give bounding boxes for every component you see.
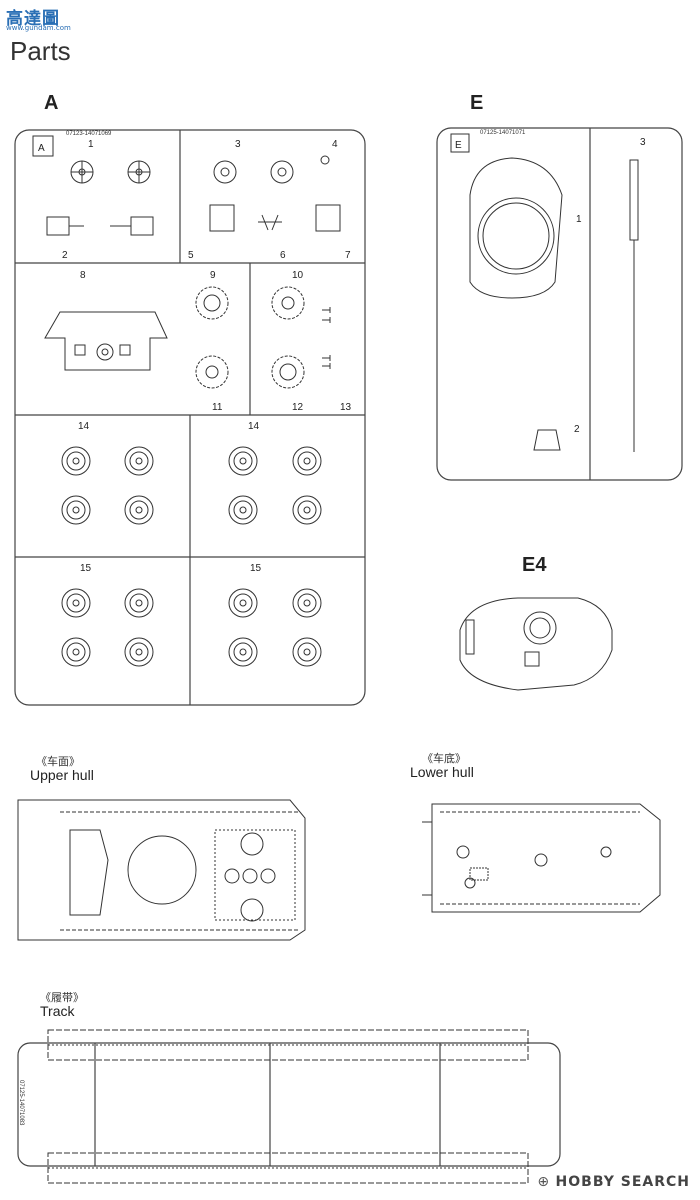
part-number: 7 (345, 250, 351, 261)
part-number: 9 (210, 270, 216, 281)
part-number: 3 (640, 137, 646, 148)
track-en-label: Track (40, 1003, 75, 1019)
detail-e4-label: E4 (522, 554, 547, 576)
hobby-search-icon: ⊕ (537, 1174, 556, 1190)
sprue-e-corner-tag: E (455, 140, 462, 151)
part-number: 4 (332, 139, 338, 150)
sprue-a-code: 07123-14071069 (66, 131, 112, 137)
part-number: 15 (250, 563, 262, 574)
track-sprue: 07125-14071083 (17, 1029, 561, 1184)
sprue-a-plate-part (44, 311, 168, 371)
sprue-a-sprockets (195, 286, 331, 389)
part-number: 12 (292, 402, 304, 413)
sprue-a-road-wheels (61, 446, 322, 667)
hobby-search-text: HOBBY SEARCH (555, 1174, 690, 1190)
part-number: 5 (188, 250, 194, 261)
track-run-lower (47, 1152, 529, 1184)
sprue-e-small-part (533, 429, 561, 451)
upper-hull-part (17, 799, 306, 941)
part-number: 14 (248, 421, 260, 432)
sprue-a-part-numbers: 1 2 3 4 5 6 7 8 9 10 11 12 13 14 14 15 1… (62, 139, 352, 574)
part-number: 1 (576, 214, 582, 225)
lower-hull-cn-label: 《车底》 (422, 752, 466, 765)
part-number: 10 (292, 270, 304, 281)
sprue-a-corner-tag: A (38, 143, 45, 154)
sprue-e-turret-part (469, 157, 563, 299)
track-cn-label: 《履带》 (40, 991, 84, 1004)
sprue-a-parts-row1 (46, 155, 341, 236)
sprue-a-letter: A (44, 92, 59, 114)
sprue-a: A 07123-14071069 (14, 129, 366, 706)
part-number: 15 (80, 563, 92, 574)
lower-hull-part (422, 803, 661, 913)
detail-e4-part (459, 597, 613, 691)
hobby-search-logo: ⊕ HOBBY SEARCH (537, 1174, 690, 1190)
sprue-e: E 07125-14071071 1 2 3 (436, 127, 683, 481)
part-number: 3 (235, 139, 241, 150)
part-number: 6 (280, 250, 286, 261)
part-number: 1 (88, 139, 94, 150)
lower-hull-en-label: Lower hull (410, 764, 474, 780)
part-number: 2 (62, 250, 68, 261)
site-logo: 高達圖 (6, 9, 60, 29)
part-number: 2 (574, 424, 580, 435)
site-logo-url: www.gundam.com (6, 24, 71, 32)
upper-hull-en-label: Upper hull (30, 767, 94, 783)
part-number: 13 (340, 402, 352, 413)
part-number: 14 (78, 421, 90, 432)
page-title: Parts (10, 36, 71, 66)
part-number: 11 (212, 402, 223, 413)
sprue-e-code: 07125-14071071 (480, 130, 526, 136)
sprue-e-letter: E (470, 92, 484, 114)
sprue-e-barrel-part (629, 159, 639, 452)
part-number: 8 (80, 270, 86, 281)
track-code: 07125-14071083 (18, 1080, 24, 1126)
track-run-upper (47, 1029, 529, 1061)
upper-hull-cn-label: 《车面》 (36, 755, 80, 768)
